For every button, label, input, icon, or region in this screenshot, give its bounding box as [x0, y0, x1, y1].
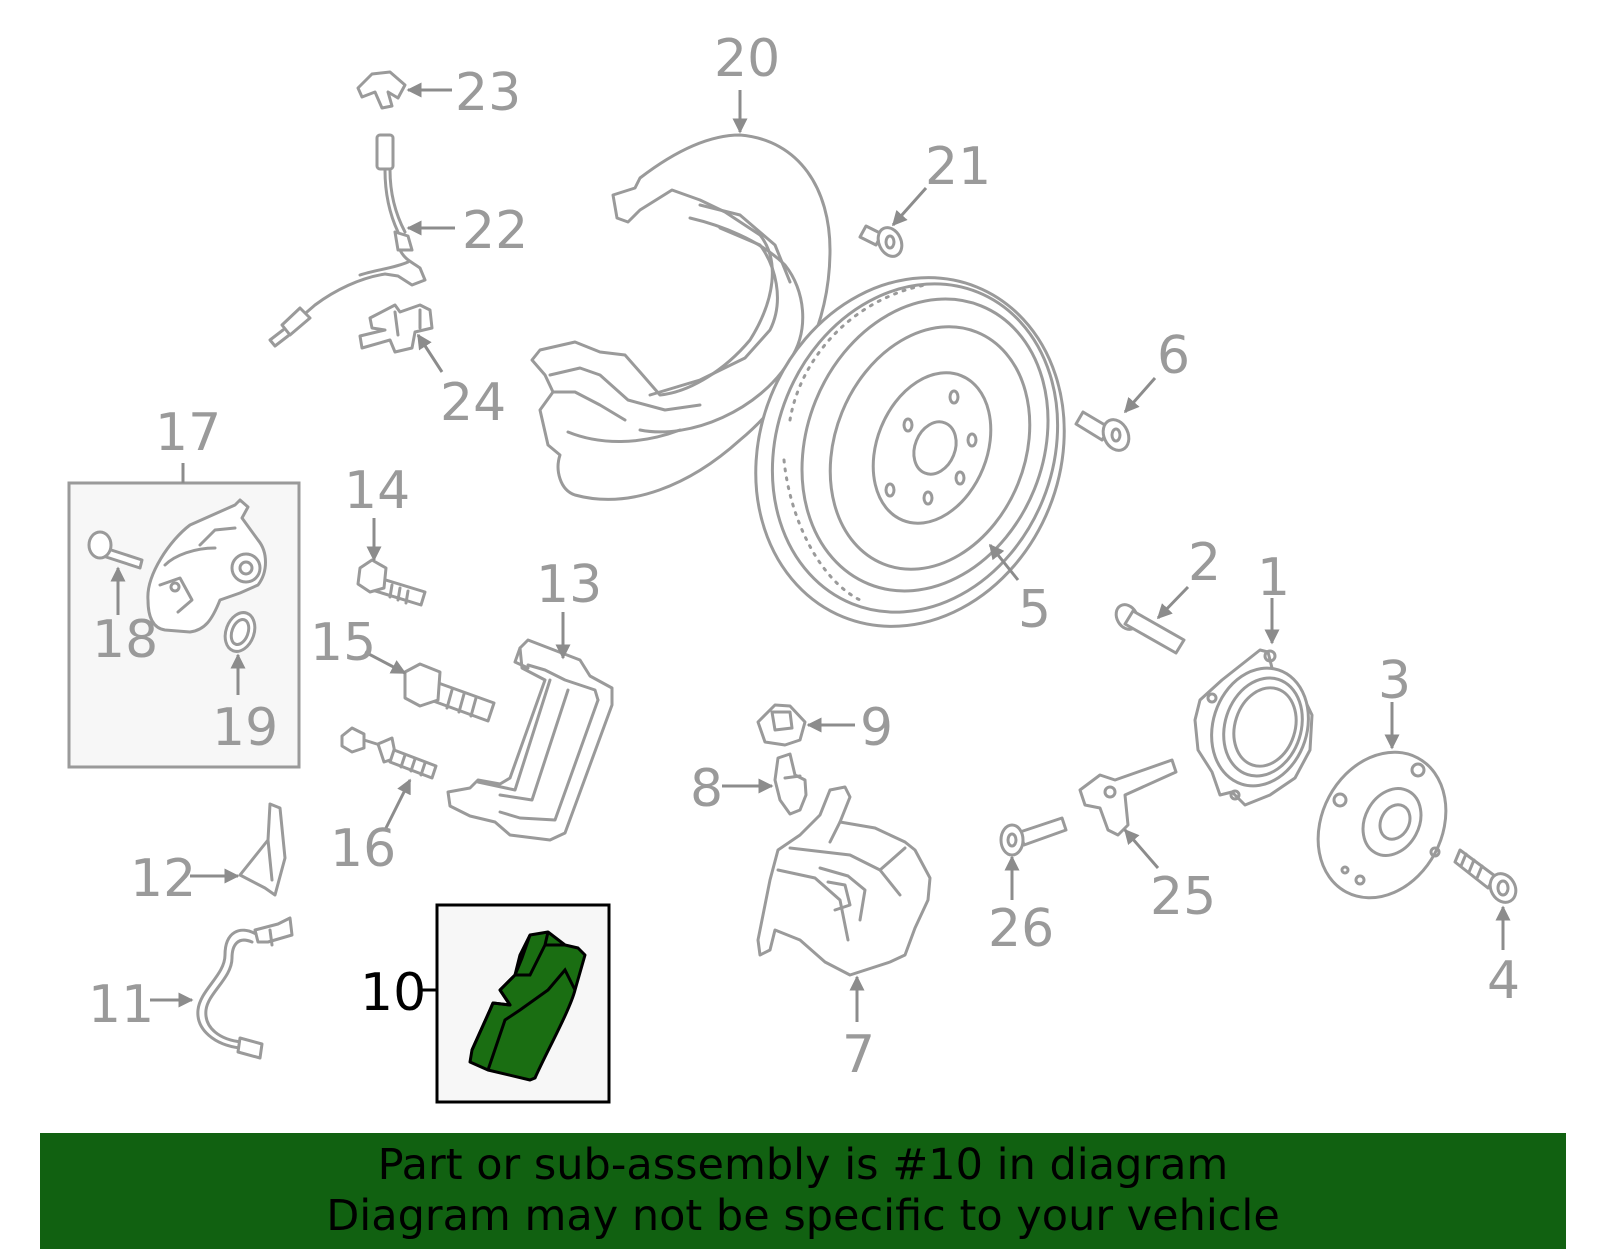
leader-arrows — [110, 82, 1511, 1022]
brake-rotor-5[interactable] — [704, 231, 1116, 673]
bracket-12[interactable] — [238, 802, 287, 897]
caliper-bracket-13[interactable] — [446, 638, 614, 842]
callout-2[interactable]: 2 — [1188, 533, 1221, 593]
bolt-14[interactable] — [356, 558, 427, 607]
brake-caliper-7[interactable] — [756, 785, 932, 977]
banner-line-1: Part or sub-assembly is #10 in diagram — [377, 1140, 1229, 1190]
sensor-bracket-25[interactable] — [1078, 758, 1178, 837]
wheel-speed-sensor-harness-22[interactable] — [268, 133, 427, 348]
callout-23[interactable]: 23 — [455, 63, 521, 123]
sensor-wire-11[interactable] — [196, 916, 294, 1060]
wheel-hub-3[interactable] — [1293, 730, 1470, 921]
callout-6[interactable]: 6 — [1157, 326, 1190, 386]
callout-18[interactable]: 18 — [92, 610, 158, 670]
hub-bolt-4[interactable] — [1453, 848, 1521, 907]
screw-21[interactable] — [858, 224, 906, 260]
callout-9[interactable]: 9 — [860, 698, 893, 758]
callout-10[interactable]: 10 — [360, 963, 426, 1023]
callout-12[interactable]: 12 — [130, 849, 196, 909]
callout-24[interactable]: 24 — [440, 373, 506, 433]
wheel-bearing-1[interactable] — [1193, 648, 1323, 807]
callout-21[interactable]: 21 — [925, 137, 991, 197]
callout-8[interactable]: 8 — [690, 759, 723, 819]
dust-shield-20[interactable] — [530, 133, 832, 501]
callout-16[interactable]: 16 — [330, 819, 396, 879]
callout-11[interactable]: 11 — [88, 975, 154, 1035]
nut-9[interactable] — [756, 703, 807, 747]
callout-17[interactable]: 17 — [155, 403, 221, 463]
callout-5[interactable]: 5 — [1018, 580, 1051, 640]
callout-4[interactable]: 4 — [1487, 951, 1520, 1011]
callout-19[interactable]: 19 — [212, 698, 278, 758]
wheel-speed-sensor-8[interactable] — [773, 752, 808, 816]
callout-25[interactable]: 25 — [1150, 867, 1216, 927]
brake-actuator-motor[interactable] — [146, 498, 267, 634]
callout-7[interactable]: 7 — [842, 1025, 875, 1085]
bolt-2[interactable] — [1112, 601, 1186, 655]
clip-23[interactable] — [356, 70, 407, 110]
callout-13[interactable]: 13 — [536, 555, 602, 615]
callout-20[interactable]: 20 — [714, 29, 780, 89]
o-ring-19[interactable] — [220, 608, 260, 655]
info-banner: Part or sub-assembly is #10 in diagram D… — [40, 1133, 1566, 1249]
bracket-24[interactable] — [358, 303, 434, 354]
callout-26[interactable]: 26 — [988, 899, 1054, 959]
actuator-bolt-18[interactable] — [87, 530, 144, 570]
callout-labels: 20 23 22 24 21 6 5 2 1 3 4 25 26 7 9 8 1… — [88, 29, 1520, 1085]
bolt-16[interactable] — [340, 726, 438, 780]
callout-15[interactable]: 15 — [310, 613, 376, 673]
callout-1[interactable]: 1 — [1257, 548, 1290, 608]
guide-bolt-15[interactable] — [403, 662, 496, 723]
callout-14[interactable]: 14 — [344, 461, 410, 521]
callout-3[interactable]: 3 — [1378, 651, 1411, 711]
screw-6[interactable] — [1074, 410, 1134, 455]
brake-pad-set-10[interactable] — [468, 930, 587, 1082]
bolt-26[interactable] — [999, 816, 1068, 857]
callout-22[interactable]: 22 — [462, 201, 528, 261]
banner-line-2: Diagram may not be specific to your vehi… — [326, 1191, 1280, 1241]
